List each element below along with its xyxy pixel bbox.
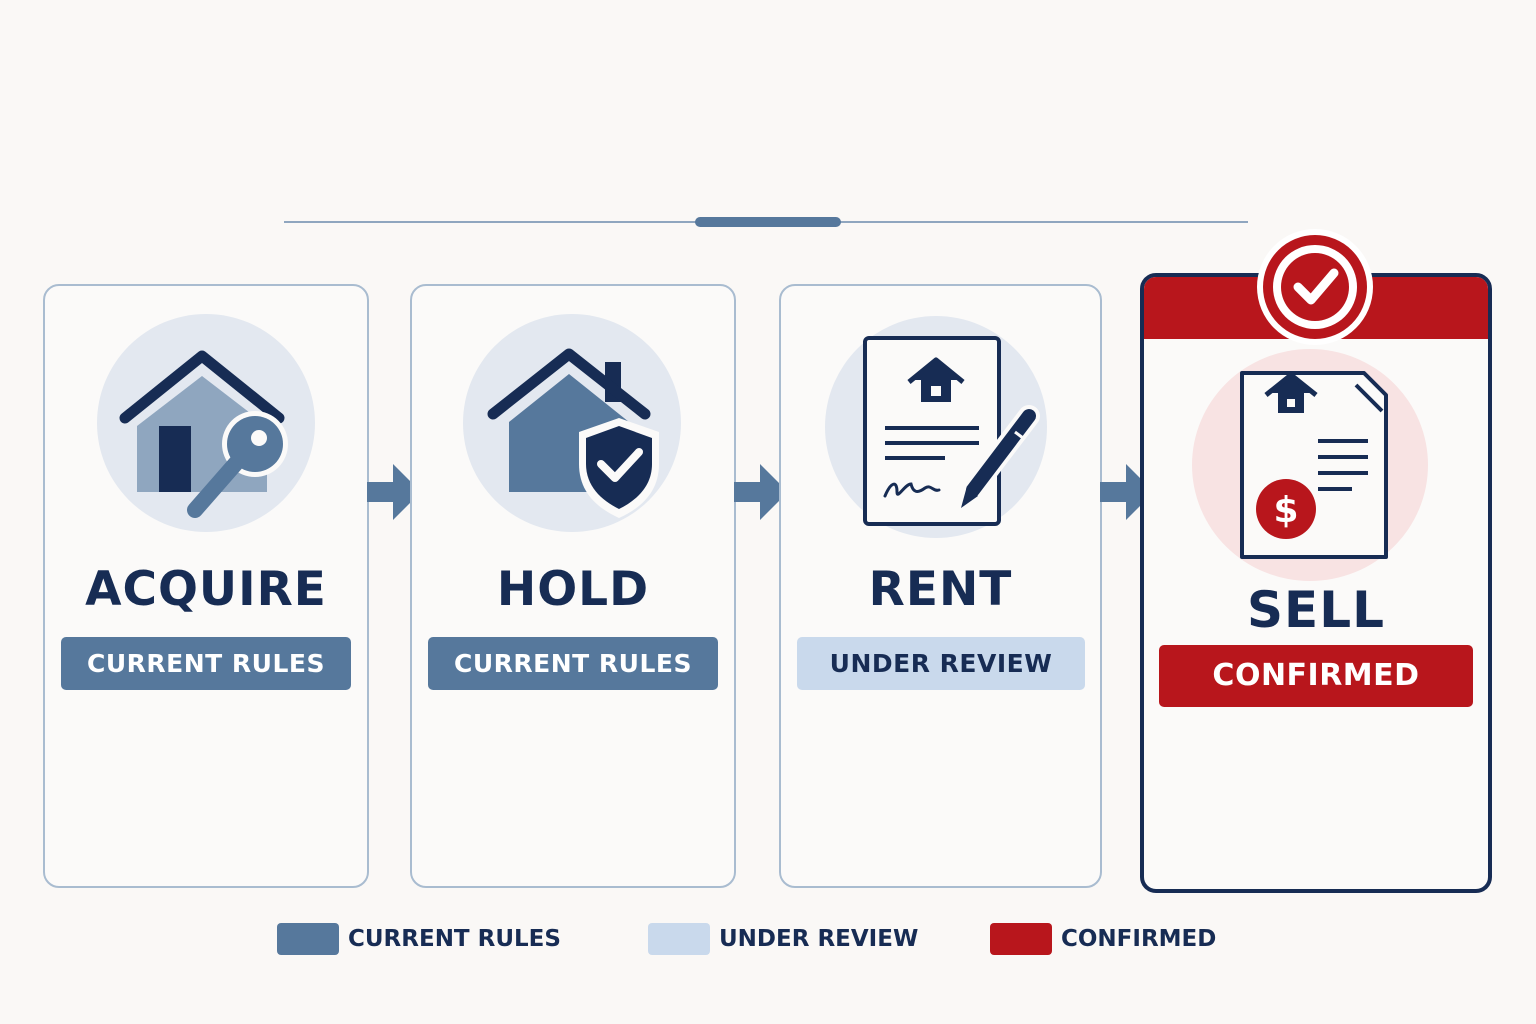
- step-card-hold: HOLD CURRENT RULES: [410, 284, 736, 888]
- arrow-right-icon: [1100, 464, 1154, 520]
- status-badge: CURRENT RULES: [61, 637, 351, 690]
- step-title: ACQUIRE: [85, 562, 327, 617]
- arrow-right-icon: [367, 464, 421, 520]
- check-circle-icon: [1257, 229, 1373, 345]
- arrow-right-icon: [734, 464, 788, 520]
- step-title: SELL: [1247, 581, 1385, 639]
- status-badge: CONFIRMED: [1159, 645, 1473, 707]
- sale-document-icon: $: [1192, 349, 1428, 581]
- status-badge: UNDER REVIEW: [797, 637, 1085, 690]
- step-card-sell: $ SELL CONFIRMED: [1140, 273, 1492, 893]
- legend-label: UNDER REVIEW: [719, 926, 919, 952]
- step-card-acquire: ACQUIRE CURRENT RULES: [43, 284, 369, 888]
- legend-label: CURRENT RULES: [348, 926, 561, 952]
- step-title: RENT: [868, 562, 1013, 617]
- top-divider-accent: [695, 217, 841, 227]
- status-badge: CURRENT RULES: [428, 637, 718, 690]
- legend-swatch: [990, 923, 1052, 955]
- legend-swatch: [277, 923, 339, 955]
- legend-label: CONFIRMED: [1061, 926, 1217, 952]
- svg-text:$: $: [1273, 490, 1298, 531]
- legend-swatch: [648, 923, 710, 955]
- house-shield-icon: [463, 314, 681, 532]
- house-key-icon: [97, 314, 315, 532]
- lease-document-icon: [825, 316, 1047, 538]
- step-card-rent: RENT UNDER REVIEW: [779, 284, 1102, 888]
- step-title: HOLD: [496, 562, 650, 617]
